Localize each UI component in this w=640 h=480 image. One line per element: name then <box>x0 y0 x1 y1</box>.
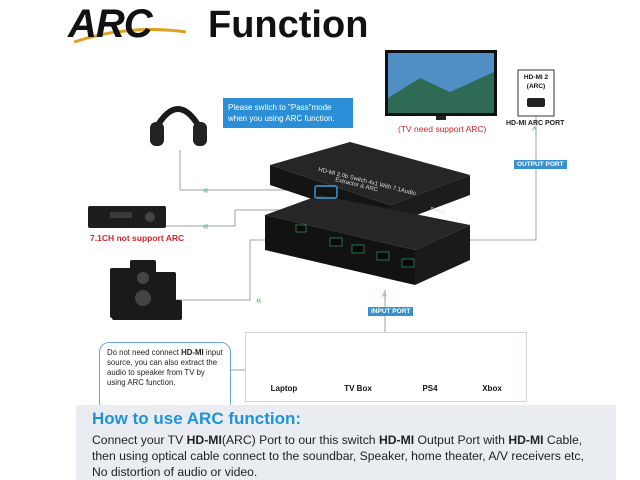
hdmi-port-label: HD-MI 2 (ARC) <box>518 73 554 91</box>
hdmi-port-line1: HD-MI 2 <box>523 74 549 81</box>
info-text-bold: HD-MI <box>181 348 204 357</box>
title-function: Function <box>208 4 369 46</box>
device-label-xbox: Xbox <box>482 384 502 393</box>
device-label-laptop: Laptop <box>270 384 298 393</box>
av-receiver-image <box>88 206 166 228</box>
line1-part-2: (ARC) Port to our this switch <box>221 433 379 447</box>
receiver-note: 7.1CH not support ARC <box>90 233 185 243</box>
device-label-tv-box: TV Box <box>344 384 372 393</box>
line1-part-4: Output Port with <box>414 433 509 447</box>
info-text-suffix: input source, you can also extract the a… <box>107 348 223 387</box>
output-port-tag: OUTPUT PORT <box>514 160 567 169</box>
info-text-prefix: Do not need connect <box>107 348 182 357</box>
hdmi-arc-port-caption: HD-MI ARC PORT <box>506 120 565 127</box>
line1-part-0: Connect your TV <box>92 433 187 447</box>
svg-text:^: ^ <box>532 126 537 137</box>
title-arc: ARC <box>68 2 153 46</box>
arc-logo-swoosh <box>73 28 187 44</box>
line1-part-5: HD-MI <box>508 433 544 447</box>
info-note-box: Do not need connect HD-MI input source, … <box>99 342 231 412</box>
hdmi-port-line2: (ARC) <box>526 83 546 90</box>
input-port-tag: INPUT PORT <box>368 307 414 316</box>
svg-text:«: « <box>203 221 209 232</box>
svg-text:«: « <box>256 295 262 306</box>
line1-part-6: Cable, <box>543 433 583 447</box>
speaker-system-image <box>110 260 182 320</box>
headphones-image <box>150 106 207 146</box>
pass-mode-callout: Please switch to "Pass"mode when you usi… <box>223 98 353 128</box>
how-to-line-2: then using optical cable connect to the … <box>92 449 584 463</box>
how-to-line-1: Connect your TV HD-MI(ARC) Port to our t… <box>92 432 622 448</box>
input-device-panel <box>245 332 527 402</box>
switch-button-label: Switch <box>430 206 446 215</box>
line1-part-3: HD-MI <box>378 433 415 447</box>
how-to-body: Connect your TV HD-MI(ARC) Port to our t… <box>92 432 622 480</box>
how-to-line-3: No distortion of audio or video. <box>92 465 258 479</box>
tv-image <box>385 50 497 120</box>
tv-arc-note: (TV need support ARC) <box>398 124 487 134</box>
how-to-title: How to use ARC function: <box>92 409 302 428</box>
svg-text:^: ^ <box>382 292 387 303</box>
how-to-panel <box>76 405 616 480</box>
svg-text:«: « <box>203 185 209 196</box>
line1-part-1: HD-MI <box>186 433 222 447</box>
device-label-ps4: PS4 <box>422 384 438 393</box>
hdmi-switch-image <box>265 142 470 285</box>
